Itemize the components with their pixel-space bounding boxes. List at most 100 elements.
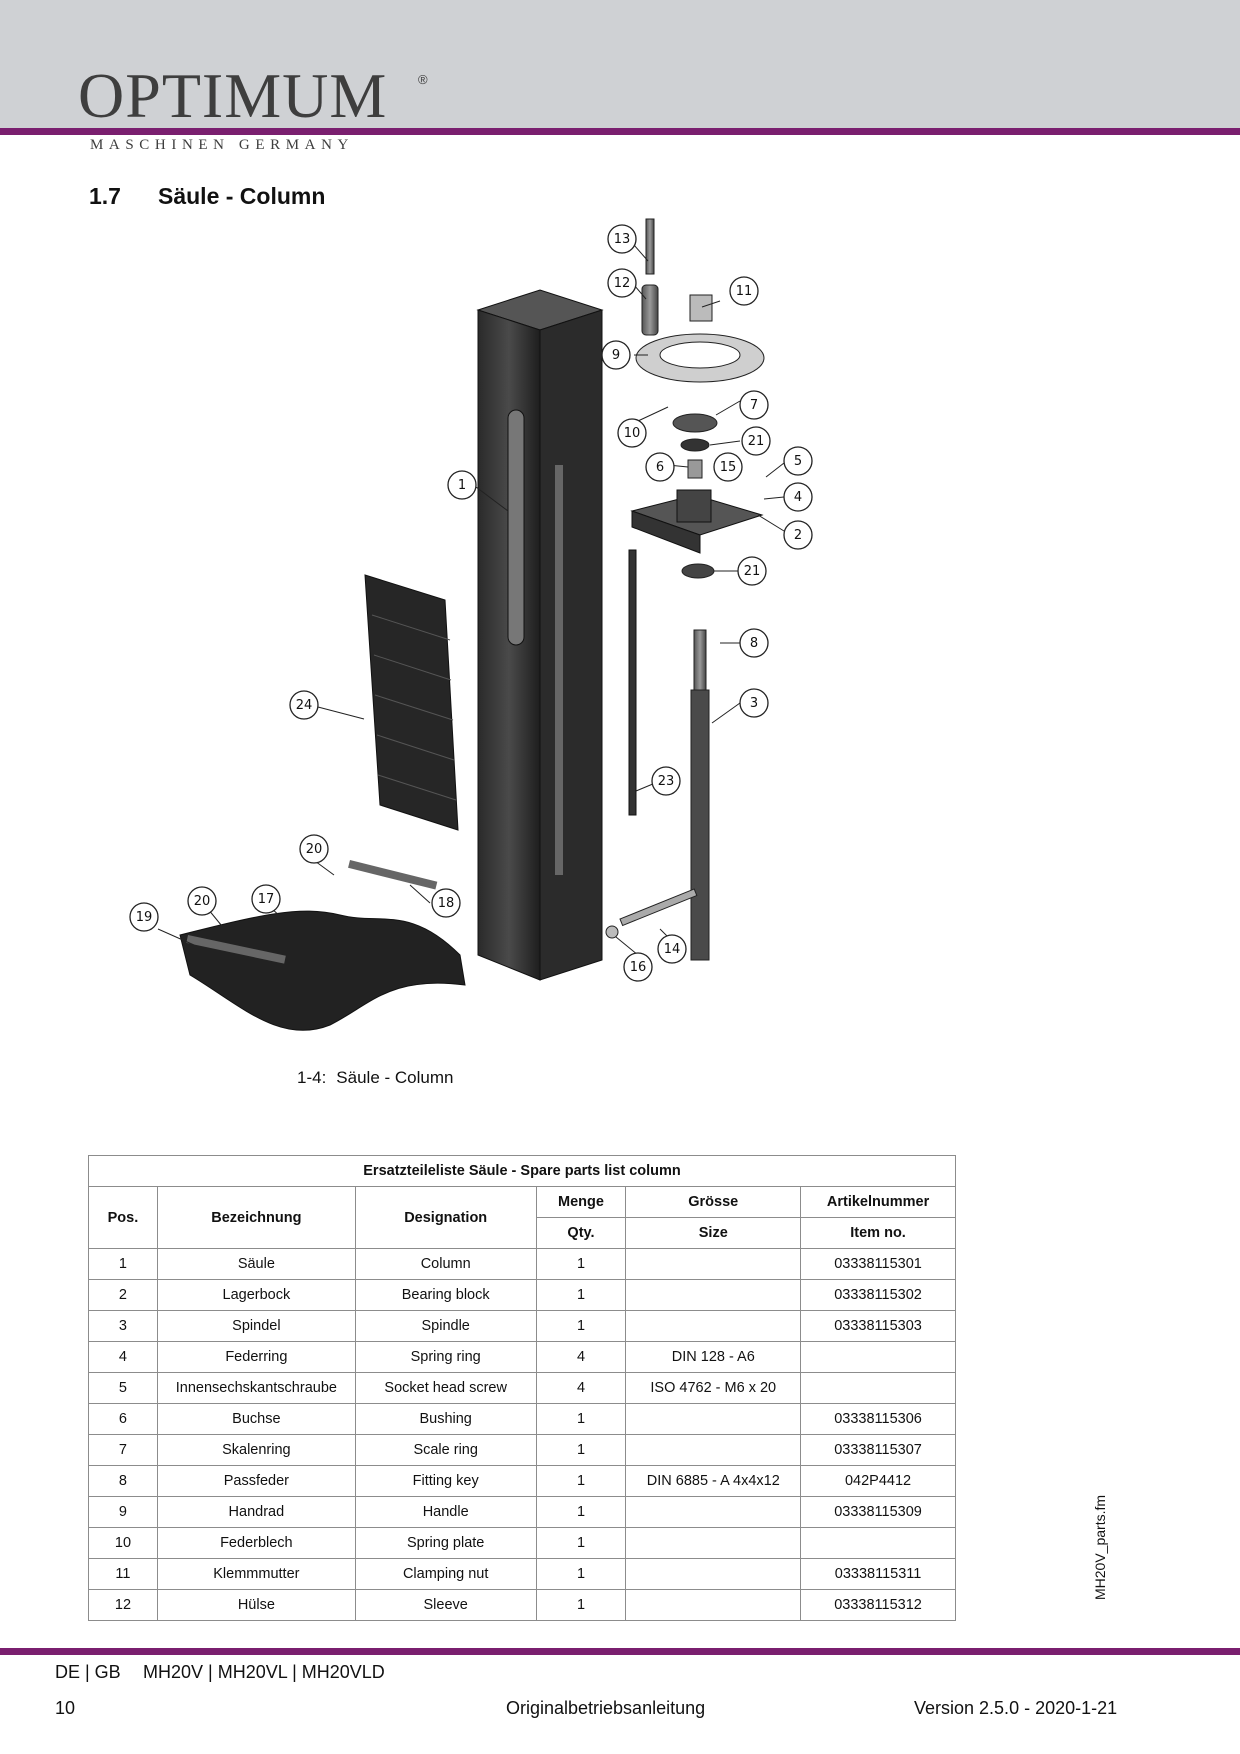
callout-19: 19 — [129, 902, 195, 946]
size-cell — [625, 1496, 802, 1528]
optimum-logo: OPTIMUM — [78, 60, 388, 131]
qty-cell: 1 — [535, 1465, 627, 1497]
callout-5: 5 — [765, 446, 813, 478]
bezeichnung-cell: Hülse — [156, 1589, 356, 1621]
designation-cell: Fitting key — [354, 1465, 537, 1497]
pos-cell: 3 — [88, 1310, 158, 1342]
callout-24: 24 — [289, 690, 365, 720]
callout-1: 1 — [447, 470, 509, 512]
size-cell: DIN 128 - A6 — [625, 1341, 802, 1373]
callout-15: 15 — [713, 452, 743, 482]
svg-text:21: 21 — [744, 564, 761, 579]
svg-text:14: 14 — [664, 942, 681, 957]
header-rule — [0, 128, 1240, 135]
callout-11: 11 — [701, 276, 759, 308]
qty-cell: 1 — [535, 1589, 627, 1621]
qty-cell: 1 — [535, 1496, 627, 1528]
callout-20-upper: 20 — [299, 834, 335, 876]
footer-rule — [0, 1648, 1240, 1655]
designation-cell: Clamping nut — [354, 1558, 537, 1590]
svg-text:17: 17 — [258, 892, 275, 907]
footer-language: DE | GB — [55, 1662, 121, 1682]
qty-cell: 1 — [535, 1403, 627, 1435]
callout-12: 12 — [607, 268, 647, 300]
svg-text:1: 1 — [458, 478, 466, 493]
bezeichnung-cell: Innensechskantschraube — [156, 1372, 356, 1404]
header-band — [0, 0, 1240, 128]
bezeichnung-cell: Lagerbock — [156, 1279, 356, 1311]
svg-text:7: 7 — [750, 398, 758, 413]
upper-assembly — [630, 218, 765, 579]
designation-cell: Column — [354, 1248, 537, 1280]
size-cell — [625, 1248, 802, 1280]
size-cell — [625, 1310, 802, 1342]
item-no-cell: 03338115302 — [800, 1279, 956, 1311]
logo-registered-mark: ® — [418, 72, 428, 87]
pos-cell: 5 — [88, 1372, 158, 1404]
callout-16: 16 — [615, 936, 653, 982]
svg-text:19: 19 — [136, 910, 153, 925]
callout-4: 4 — [763, 482, 813, 512]
header-bezeichnung: Bezeichnung — [156, 1186, 356, 1249]
header-menge: Menge — [535, 1186, 627, 1218]
size-cell — [625, 1279, 802, 1311]
designation-cell: Sleeve — [354, 1589, 537, 1621]
header-pos: Pos. — [88, 1186, 158, 1249]
svg-text:3: 3 — [750, 696, 758, 711]
svg-text:20: 20 — [194, 894, 211, 909]
pos-cell: 11 — [88, 1558, 158, 1590]
screw-14-part — [605, 888, 698, 939]
callout-3: 3 — [711, 688, 769, 724]
pos-cell: 4 — [88, 1341, 158, 1373]
item-no-cell: 03338115309 — [800, 1496, 956, 1528]
svg-text:10: 10 — [624, 426, 641, 441]
figure-caption-label: 1-4: — [297, 1068, 327, 1087]
item-no-cell: 03338115301 — [800, 1248, 956, 1280]
svg-text:9: 9 — [612, 348, 620, 363]
designation-cell: Handle — [354, 1496, 537, 1528]
header-size: Size — [625, 1217, 802, 1249]
qty-cell: 1 — [535, 1279, 627, 1311]
size-cell — [625, 1527, 802, 1559]
bezeichnung-cell: Säule — [156, 1248, 356, 1280]
designation-cell: Scale ring — [354, 1434, 537, 1466]
pos-cell: 2 — [88, 1279, 158, 1311]
svg-text:15: 15 — [720, 460, 737, 475]
callout-17: 17 — [251, 884, 297, 932]
svg-text:12: 12 — [614, 276, 631, 291]
spindle-part — [690, 629, 710, 961]
pos-cell: 1 — [88, 1248, 158, 1280]
footer-models: MH20V | MH20VL | MH20VLD — [143, 1662, 385, 1682]
svg-text:4: 4 — [794, 490, 802, 505]
svg-text:5: 5 — [794, 454, 802, 469]
callout-21-lower: 21 — [714, 556, 767, 586]
qty-cell: 1 — [535, 1434, 627, 1466]
bezeichnung-cell: Federblech — [156, 1527, 356, 1559]
svg-text:16: 16 — [630, 960, 647, 975]
pos-cell: 7 — [88, 1434, 158, 1466]
bezeichnung-cell: Passfeder — [156, 1465, 356, 1497]
qty-cell: 1 — [535, 1310, 627, 1342]
item-no-cell: 03338115307 — [800, 1434, 956, 1466]
callout-14: 14 — [657, 928, 687, 964]
callout-13: 13 — [607, 224, 649, 262]
item-no-cell: 03338115311 — [800, 1558, 956, 1590]
svg-text:21: 21 — [748, 434, 765, 449]
callout-8: 8 — [720, 628, 769, 658]
bezeichnung-cell: Skalenring — [156, 1434, 356, 1466]
callout-9: 9 — [601, 340, 648, 370]
section-number: 1.7 — [89, 183, 121, 209]
size-cell: ISO 4762 - M6 x 20 — [625, 1372, 802, 1404]
page-number: 10 — [55, 1698, 76, 1718]
qty-cell: 1 — [535, 1248, 627, 1280]
